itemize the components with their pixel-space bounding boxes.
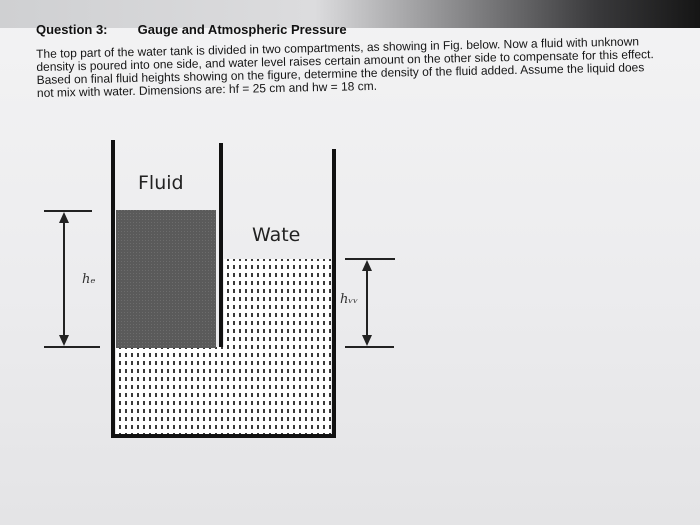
question-title: Gauge and Atmospheric Pressure (137, 22, 347, 37)
hw-arrow-down-icon (362, 335, 372, 346)
water-label: Wate (252, 224, 300, 246)
problem-statement: The top part of the water tank is divide… (36, 34, 667, 100)
tank-figure: Fluid Wate hₑ hᵥᵥ (44, 140, 395, 438)
hf-arrow-up-icon (59, 212, 69, 223)
hw-label: hᵥᵥ (340, 292, 358, 307)
fluid-column (116, 210, 216, 348)
hf-label: hₑ (82, 272, 95, 287)
water-right-column (224, 259, 331, 349)
question-heading: Question 3: Gauge and Atmospheric Pressu… (36, 22, 347, 37)
question-number: Question 3: (36, 22, 108, 37)
hf-arrow-down-icon (59, 335, 69, 346)
fluid-label: Fluid (138, 172, 184, 194)
water-bottom (116, 347, 331, 435)
window-top-bar (0, 0, 700, 28)
hw-arrow-up-icon (362, 260, 372, 271)
